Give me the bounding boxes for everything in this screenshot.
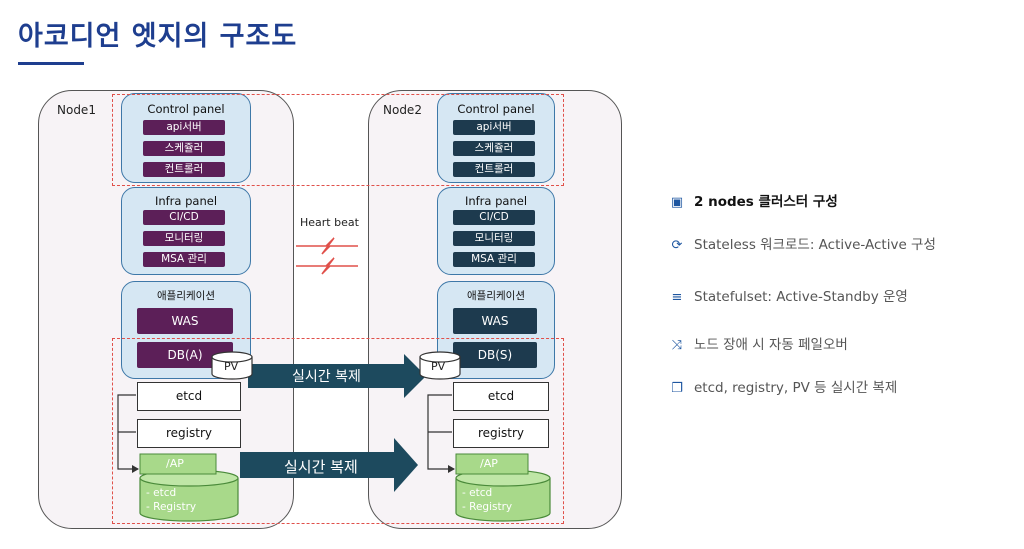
feature-item: ❐etcd, registry, PV 등 실시간 복제 bbox=[668, 376, 897, 396]
infra-item-monitoring: 모니터링 bbox=[453, 231, 535, 246]
copy-icon: ❐ bbox=[671, 381, 683, 396]
control-item-scheduler: 스케쥴러 bbox=[453, 141, 535, 156]
node1-app-panel: 애플리케이션 WAS DB(A) bbox=[121, 281, 251, 379]
disk-item: - Registry bbox=[462, 501, 513, 513]
registry-box: registry bbox=[137, 419, 241, 448]
replication-label: 실시간 복제 bbox=[284, 458, 358, 476]
disk-item: - etcd bbox=[146, 487, 177, 499]
node1-label: Node1 bbox=[57, 103, 96, 117]
shuffle-icon: ⤨ bbox=[671, 338, 683, 353]
replication-label: 실시간 복제 bbox=[292, 369, 361, 385]
control-item-api-server: api서버 bbox=[453, 120, 535, 135]
feature-item: ⤨노드 장애 시 자동 페일오버 bbox=[668, 333, 848, 353]
app-db: DB(S) bbox=[453, 342, 537, 368]
app-was: WAS bbox=[453, 308, 537, 334]
node2-container: Node2 Control panel api서버 스케쥴러 컨트롤러 Infr… bbox=[368, 90, 622, 529]
control-item-api-server: api서버 bbox=[143, 120, 225, 135]
feature-item: ▣2 nodes 클러스터 구성 bbox=[668, 190, 838, 210]
database-icon: ≡ bbox=[671, 290, 683, 305]
connector-arrow bbox=[132, 465, 139, 473]
infra-item-msa: MSA 관리 bbox=[143, 252, 225, 267]
etcd-box: etcd bbox=[453, 382, 549, 411]
ap-box bbox=[139, 453, 217, 475]
infra-item-cicd: CI/CD bbox=[143, 210, 225, 225]
replication-arrow bbox=[240, 438, 418, 492]
infra-item-cicd: CI/CD bbox=[453, 210, 535, 225]
disk-item: - Registry bbox=[146, 501, 197, 513]
control-item-scheduler: 스케쥴러 bbox=[143, 141, 225, 156]
feature-item: ⟳Stateless 워크로드: Active-Active 구성 bbox=[668, 233, 936, 253]
infra-item-monitoring: 모니터링 bbox=[143, 231, 225, 246]
feature-item: ≡Statefulset: Active-Standby 운영 bbox=[668, 285, 908, 305]
node1-control-panel: Control panel api서버 스케쥴러 컨트롤러 bbox=[121, 93, 251, 183]
node2-infra-panel: Infra panel CI/CD 모니터링 MSA 관리 bbox=[437, 187, 555, 275]
heartbeat-line bbox=[296, 257, 358, 275]
refresh-icon: ⟳ bbox=[671, 238, 683, 253]
connector-arrow bbox=[448, 465, 455, 473]
title-underline bbox=[18, 62, 84, 65]
control-item-controller: 컨트롤러 bbox=[453, 162, 535, 177]
pv-label: PV bbox=[431, 360, 446, 373]
infra-panel-title: Infra panel bbox=[154, 194, 218, 208]
node2-control-panel: Control panel api서버 스케쥴러 컨트롤러 bbox=[437, 93, 555, 183]
etcd-box: etcd bbox=[137, 382, 241, 411]
control-replication-zone bbox=[112, 94, 564, 186]
node1-infra-panel: Infra panel CI/CD 모니터링 MSA 관리 bbox=[121, 187, 251, 275]
ap-label: /AP bbox=[480, 457, 498, 470]
control-item-controller: 컨트롤러 bbox=[143, 162, 225, 177]
replication-arrow bbox=[248, 354, 426, 398]
storage-replication-zone bbox=[112, 338, 564, 524]
app-was: WAS bbox=[137, 308, 233, 334]
node2-label: Node2 bbox=[383, 103, 422, 117]
disk-item: - etcd bbox=[462, 487, 493, 499]
pv-label: PV bbox=[224, 360, 239, 373]
infra-panel-title: Infra panel bbox=[464, 194, 528, 208]
app-panel-title: 애플리케이션 bbox=[467, 290, 525, 302]
heartbeat-line bbox=[296, 237, 358, 255]
chip-icon: ▣ bbox=[670, 195, 684, 210]
ap-label: /AP bbox=[166, 457, 184, 470]
pv-cylinder bbox=[211, 351, 253, 380]
app-panel-title: 애플리케이션 bbox=[157, 290, 215, 302]
infra-item-msa: MSA 관리 bbox=[453, 252, 535, 267]
heartbeat-label: Heart beat bbox=[300, 216, 359, 229]
control-panel-title: Control panel bbox=[457, 102, 535, 116]
registry-box: registry bbox=[453, 419, 549, 448]
pv-cylinder bbox=[419, 351, 461, 380]
page-title: 아코디언 엣지의 구조도 bbox=[18, 21, 298, 52]
control-panel-title: Control panel bbox=[147, 102, 225, 116]
ap-box bbox=[455, 453, 529, 475]
